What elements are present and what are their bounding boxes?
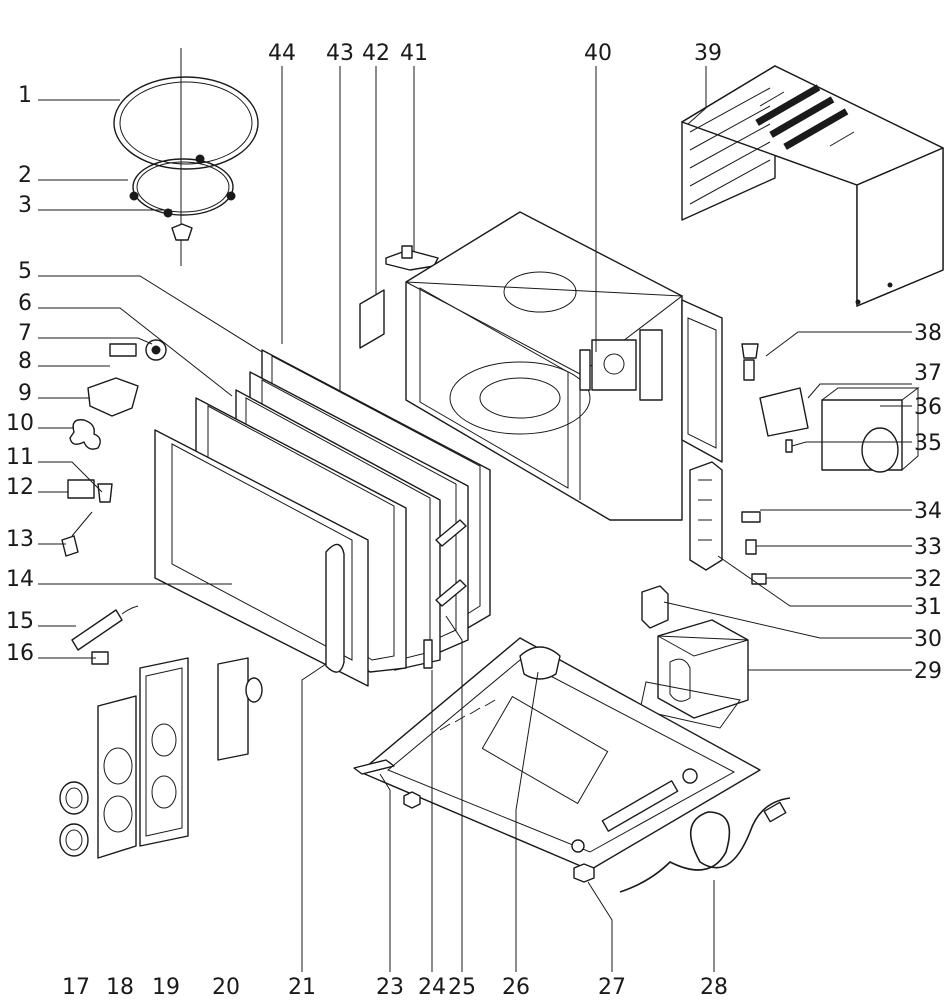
magnetron-cover — [759, 387, 809, 437]
label-43: 43 — [326, 41, 354, 66]
interlock-switch-bracket — [689, 461, 723, 571]
micro-switch-lower — [751, 573, 767, 585]
label-32: 32 — [914, 567, 942, 592]
turntable-coupler — [171, 223, 193, 241]
label-33: 33 — [914, 535, 942, 560]
label-1: 1 — [18, 83, 32, 108]
label-15: 15 — [6, 609, 34, 634]
label-10: 10 — [6, 411, 34, 436]
label-21: 21 — [288, 975, 316, 1000]
small-switch — [91, 651, 109, 665]
label-36: 36 — [914, 395, 942, 420]
label-14: 14 — [6, 567, 34, 592]
motor-assembly — [87, 377, 139, 417]
label-3: 3 — [18, 193, 32, 218]
base-plate — [359, 637, 761, 871]
control-panel-frame — [139, 657, 189, 847]
label-9: 9 — [18, 381, 32, 406]
door-latch — [435, 519, 467, 607]
label-42: 42 — [362, 41, 390, 66]
label-31: 31 — [914, 595, 942, 620]
label-17: 17 — [62, 975, 90, 1000]
control-panel-membrane — [97, 695, 137, 859]
mica-cover-plate — [359, 289, 385, 349]
roller-ring — [132, 158, 234, 216]
label-2: 2 — [18, 163, 32, 188]
fan-blade — [69, 419, 101, 450]
oven-cavity — [405, 211, 683, 521]
label-44: 44 — [268, 41, 296, 66]
thermal-fuse — [741, 343, 759, 381]
fuse-holder — [71, 609, 123, 651]
door-hinge — [423, 639, 433, 669]
hv-transformer — [657, 619, 749, 719]
foot-nut — [573, 863, 595, 883]
label-41: 41 — [400, 41, 428, 66]
oven-lamp — [67, 479, 95, 499]
label-38: 38 — [914, 321, 942, 346]
label-40: 40 — [584, 41, 612, 66]
label-35: 35 — [914, 431, 942, 456]
label-16: 16 — [6, 641, 34, 666]
lamp-holder — [97, 483, 113, 503]
glass-turntable — [113, 76, 259, 170]
switch-block — [109, 343, 137, 357]
knob-upper — [59, 781, 89, 815]
label-29: 29 — [914, 659, 942, 684]
door-handle — [325, 543, 345, 673]
label-19: 19 — [152, 975, 180, 1000]
label-7: 7 — [18, 321, 32, 346]
foot-bracket — [353, 759, 395, 775]
micro-switch-middle — [745, 539, 757, 555]
label-25: 25 — [448, 975, 476, 1000]
label-34: 34 — [914, 499, 942, 524]
label-8: 8 — [18, 349, 32, 374]
waveguide-bracket — [591, 339, 637, 391]
turntable-motor — [519, 646, 561, 680]
timer-module — [217, 657, 249, 761]
label-20: 20 — [212, 975, 240, 1000]
label-30: 30 — [914, 627, 942, 652]
label-12: 12 — [6, 475, 34, 500]
capacitor-bracket — [641, 585, 669, 629]
power-cord — [619, 797, 791, 893]
label-11: 11 — [6, 445, 34, 470]
thermostat — [61, 535, 79, 557]
door-front-panel — [154, 429, 369, 687]
magnetron-clip — [785, 439, 793, 453]
label-37: 37 — [914, 361, 942, 386]
knob-lower — [59, 823, 89, 857]
label-26: 26 — [502, 975, 530, 1000]
micro-switch-upper — [741, 511, 761, 523]
label-13: 13 — [6, 527, 34, 552]
label-6: 6 — [18, 291, 32, 316]
label-5: 5 — [18, 259, 32, 284]
label-39: 39 — [694, 41, 722, 66]
label-28: 28 — [700, 975, 728, 1000]
label-18: 18 — [106, 975, 134, 1000]
label-24: 24 — [418, 975, 446, 1000]
label-23: 23 — [376, 975, 404, 1000]
label-27: 27 — [598, 975, 626, 1000]
power-plug — [763, 801, 787, 823]
